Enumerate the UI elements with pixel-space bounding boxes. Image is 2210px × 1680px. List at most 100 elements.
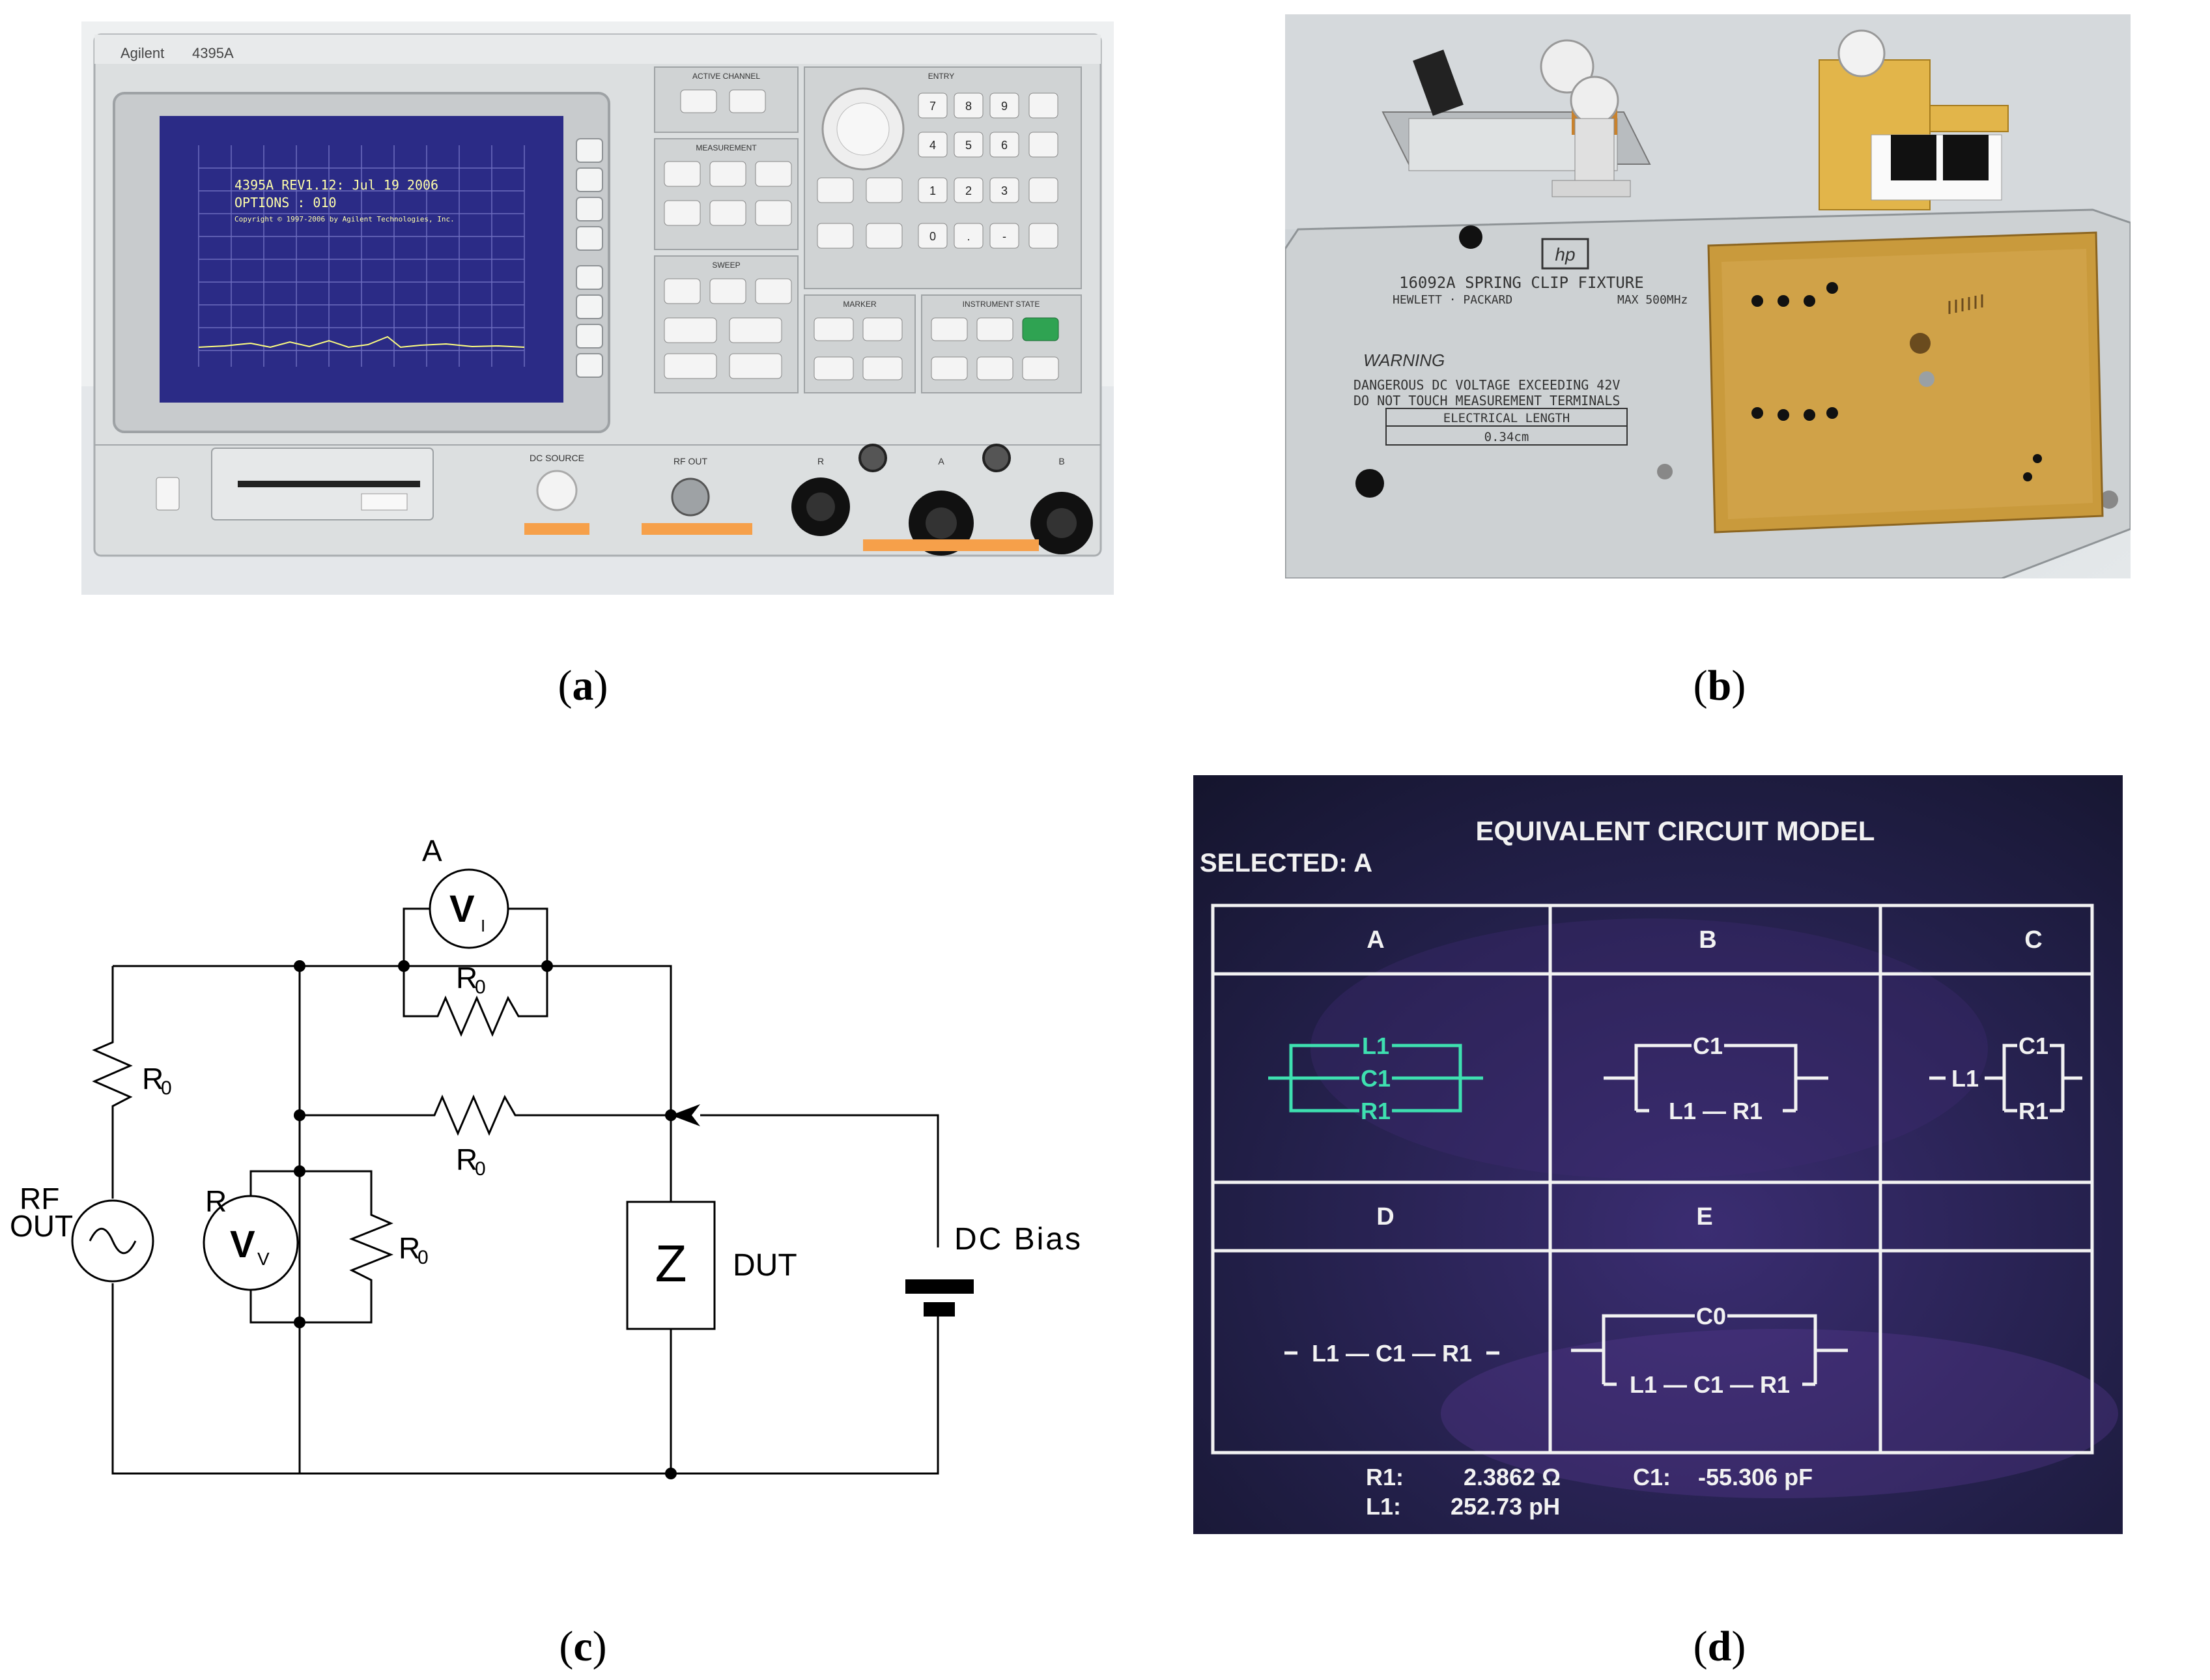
model-headers: A B C D E: [1367, 926, 2042, 1231]
svg-text:0: 0: [475, 1158, 486, 1180]
l1-label: L1:: [1366, 1493, 1401, 1520]
label-dut: DUT: [733, 1248, 797, 1283]
resistor-r0-left: [92, 1032, 133, 1117]
svg-text:C1: C1: [2019, 1032, 2048, 1059]
header-e: E: [1696, 1203, 1712, 1231]
dut-impedance-box: [626, 1201, 716, 1330]
equivalent-circuit-screen: EQUIVALENT CIRCUIT MODEL SELECTED: A A B…: [1193, 775, 2123, 1534]
label-vv: V: [230, 1223, 255, 1266]
c1-label: C1:: [1633, 1464, 1671, 1490]
fixture-title: 16092A SPRING CLIP FIXTURE: [1399, 274, 1644, 292]
caption-c: (c): [559, 1623, 607, 1670]
label-r0-middle: R: [456, 1143, 477, 1176]
model-c[interactable]: L1 C1 R1: [1929, 1032, 2082, 1124]
selected-indicator: SELECTED: A: [1200, 849, 1372, 877]
parameter-readouts: R1: 2.3862 Ω C1: -55.306 pF L1: 252.73 p…: [1366, 1464, 1813, 1520]
header-a: A: [1367, 926, 1384, 954]
resistor-r0-middle: [427, 1094, 524, 1136]
screen-line-2: OPTIONS : 010: [234, 195, 337, 210]
svg-text:L1 — R1: L1 — R1: [1669, 1098, 1763, 1124]
junction-dots: [294, 960, 677, 1479]
label-z: Z: [655, 1234, 687, 1292]
panel-b-fixture-photo: hp 16092A SPRING CLIP FIXTURE HEWLETT · …: [1284, 14, 2132, 580]
model-e[interactable]: C0 L1 — C1 — R1: [1571, 1303, 1848, 1398]
header-d: D: [1376, 1203, 1394, 1231]
caption-a: (a): [558, 662, 608, 709]
svg-text:3: 3: [1001, 184, 1008, 197]
svg-text:.: .: [967, 230, 970, 243]
electrical-length-label: ELECTRICAL LENGTH: [1443, 411, 1570, 425]
svg-text:1: 1: [929, 184, 936, 197]
fixture-illustration: hp 16092A SPRING CLIP FIXTURE HEWLETT · …: [1284, 14, 2132, 580]
crt-background: [1193, 775, 2123, 1534]
resistor-r0-meter: [348, 1205, 394, 1290]
label-r0-meter: R: [399, 1231, 420, 1265]
svg-text:C1: C1: [1361, 1065, 1391, 1092]
c1-value: -55.306 pF: [1698, 1464, 1813, 1490]
clip-fixture-right: [1819, 29, 2009, 210]
label-rf: RF: [20, 1182, 59, 1216]
svg-text:hp: hp: [1555, 244, 1575, 264]
svg-text:DC SOURCE: DC SOURCE: [530, 453, 584, 463]
header-b: B: [1699, 926, 1716, 954]
svg-text:4: 4: [929, 139, 936, 152]
svg-text:L1 — C1 — R1: L1 — C1 — R1: [1630, 1371, 1790, 1398]
pad-holes: [1751, 282, 2042, 481]
model-b[interactable]: C1 L1 — R1: [1604, 1032, 1828, 1124]
softkey-column[interactable]: [576, 138, 603, 378]
clip-fixture-left: [1381, 39, 1651, 197]
svg-text:R1: R1: [2019, 1098, 2048, 1124]
svg-text:L1 — C1 — R1: L1 — C1 — R1: [1312, 1340, 1472, 1367]
svg-text:MEASUREMENT: MEASUREMENT: [696, 143, 757, 152]
label-r0-left: R: [142, 1062, 163, 1096]
voltmeter-vi: [429, 868, 509, 949]
header-c: C: [2024, 926, 2042, 954]
fixture-maker: HEWLETT · PACKARD: [1393, 293, 1512, 307]
svg-text:SWEEP: SWEEP: [712, 261, 740, 270]
screen-line-1: 4395A REV1.12: Jul 19 2006: [234, 177, 438, 193]
panel-c-circuit-schematic: A V I R V V R 0 R 0 R 0 R 0 RF OUT Z DUT…: [0, 827, 1120, 1492]
svg-text:6: 6: [1001, 139, 1008, 152]
power-switch[interactable]: [156, 477, 180, 511]
svg-text:0: 0: [418, 1247, 429, 1268]
svg-text:B: B: [1058, 456, 1064, 466]
brand-text: Agilent: [120, 45, 164, 61]
svg-text:A: A: [938, 456, 944, 466]
svg-text:C0: C0: [1696, 1303, 1726, 1330]
label-r0-top: R: [456, 961, 477, 995]
model-a-parallel-lcr[interactable]: L1 C1 R1: [1268, 1032, 1483, 1124]
svg-text:R: R: [817, 456, 824, 466]
label-dc-bias: DC Bias: [954, 1222, 1083, 1257]
svg-text:L1: L1: [1951, 1065, 1979, 1092]
hp-logo: [1541, 238, 1589, 270]
svg-text:7: 7: [929, 100, 936, 113]
control-panel: ACTIVE CHANNEL MEASUREMENT SWEEP ENTRY: [654, 66, 1082, 393]
model-text: 4395A: [192, 45, 234, 61]
label-a: A: [422, 834, 442, 868]
panel-d-crt-screen: EQUIVALENT CIRCUIT MODEL SELECTED: A A B…: [1193, 775, 2123, 1534]
label-r: R: [205, 1184, 227, 1218]
svg-text:L1: L1: [1362, 1032, 1389, 1059]
electrical-length-value: 0.34cm: [1484, 430, 1529, 444]
svg-text:8: 8: [965, 100, 972, 113]
resistors: [92, 995, 528, 1290]
voltmeter-vv: [203, 1195, 299, 1291]
svg-text:RF OUT: RF OUT: [673, 456, 708, 466]
resistor-r0-top: [430, 995, 528, 1037]
svg-text:9: 9: [1001, 100, 1008, 113]
svg-text:0: 0: [161, 1077, 172, 1099]
circuit-wires: [111, 907, 939, 1475]
analyzer-illustration: Agilent 4395A 4395A REV1.12: Jul 19 2006…: [81, 21, 1114, 595]
svg-text:5: 5: [965, 139, 972, 152]
screen-title: EQUIVALENT CIRCUIT MODEL: [1476, 816, 1875, 846]
label-out: OUT: [10, 1209, 73, 1243]
svg-text:MARKER: MARKER: [843, 300, 877, 309]
model-table-grid: [1211, 904, 2094, 1455]
warning-line-1: DANGEROUS DC VOLTAGE EXCEEDING 42V: [1353, 377, 1620, 393]
caption-b: (b): [1693, 662, 1746, 709]
rf-out-connector: [671, 477, 710, 517]
model-d[interactable]: L1 — C1 — R1: [1284, 1340, 1499, 1367]
svg-text:0: 0: [929, 230, 936, 243]
preset-button[interactable]: [1022, 317, 1059, 341]
